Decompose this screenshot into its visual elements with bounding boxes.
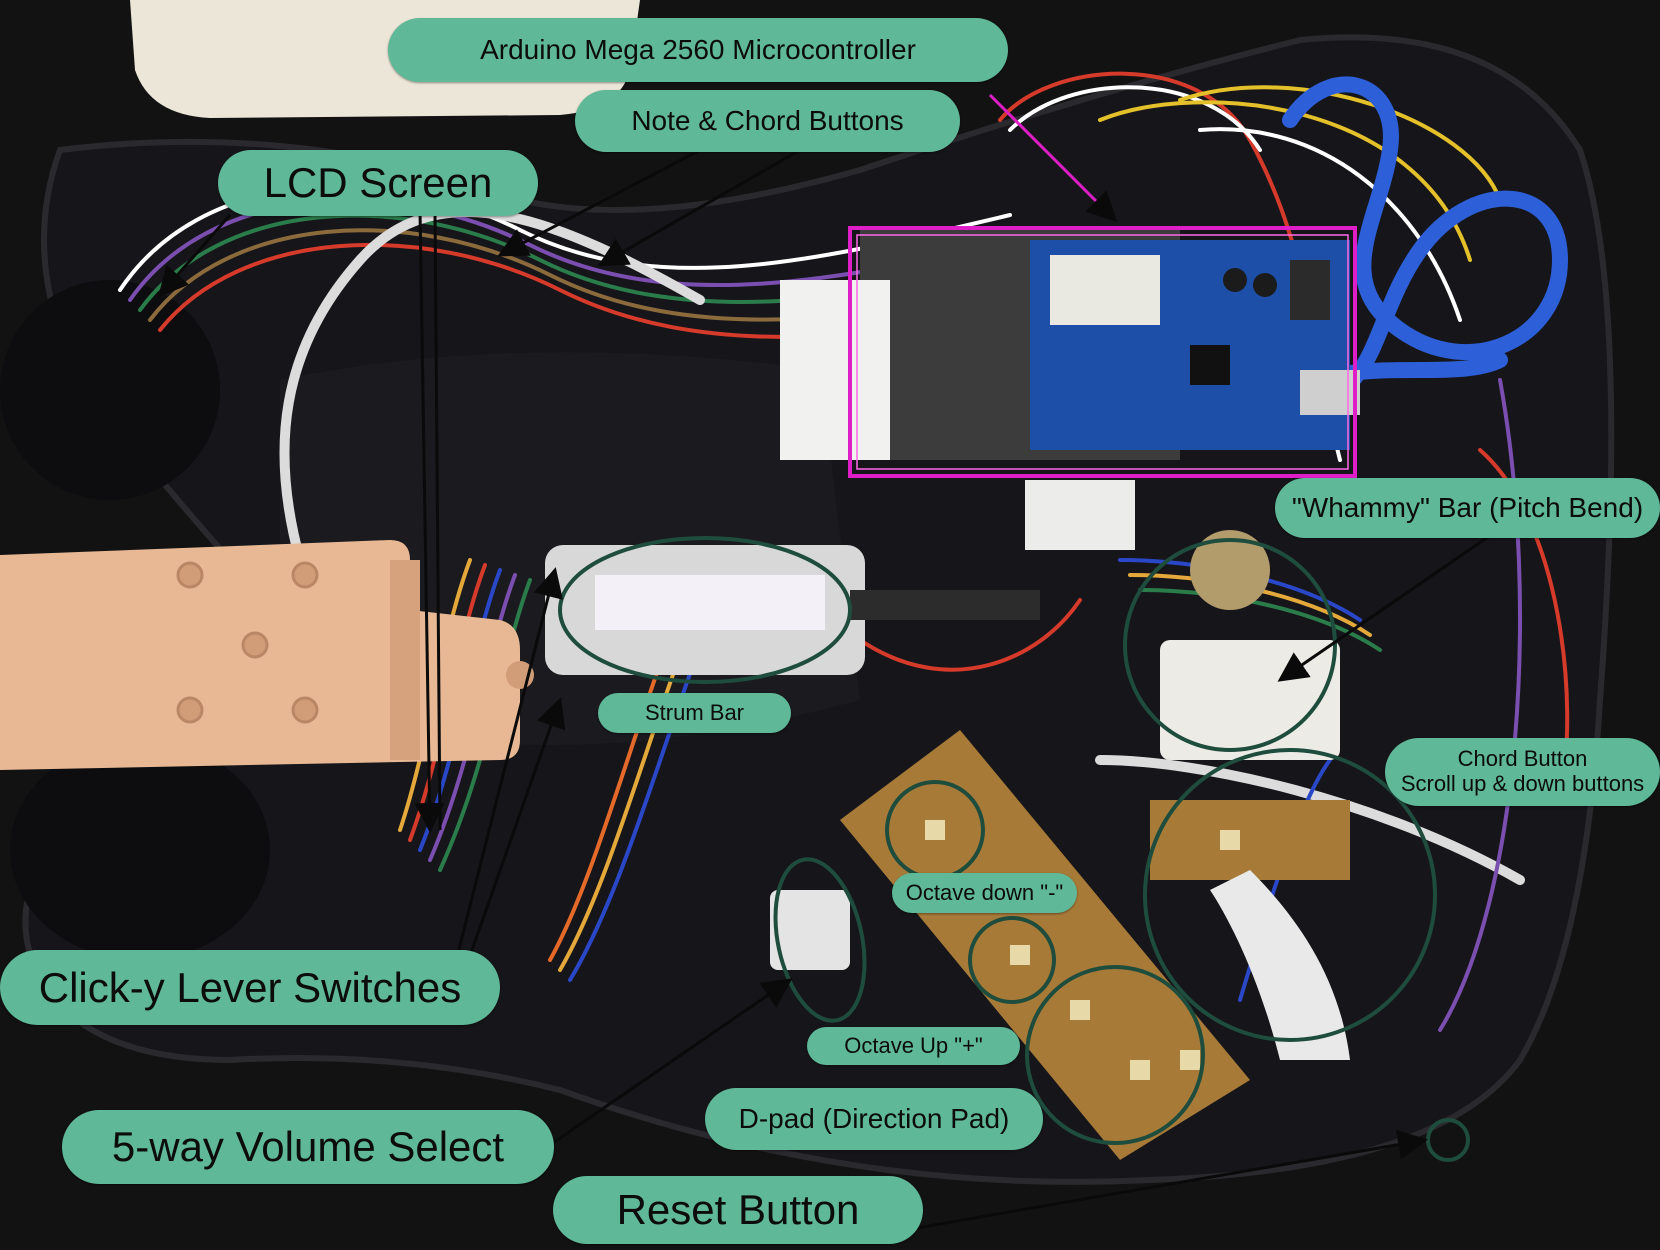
chip [1190,345,1230,385]
arduino-label: Arduino Mega 2560 Microcontroller [388,18,1008,82]
guitar-neck [0,540,534,770]
tape-block [780,280,890,460]
octave-up-label: Octave Up "+" [807,1027,1020,1065]
whammy-arrow [1277,513,1521,682]
chord-scroll-label: Chord Button Scroll up & down buttons [1385,738,1660,806]
capacitor [1223,268,1247,292]
note-chord-label: Note & Chord Buttons [575,90,960,152]
body-cutout-upper [0,280,220,500]
whammy-label: "Whammy" Bar (Pitch Bend) [1275,478,1660,538]
lcd-label: LCD Screen [218,150,538,216]
usb-port [1300,370,1360,415]
chord-scroll-label-line2: Scroll up & down buttons [1400,771,1645,796]
lever-arrow-1 [453,567,563,966]
dpad-circle [1025,965,1205,1145]
strum-bar-cap [595,575,825,630]
chord-scroll-label-line1: Chord Button [1457,746,1588,772]
lcd-arrow-2 [414,209,445,833]
reset-arrow [904,1129,1428,1232]
volume-switch [770,890,850,970]
volume-arrow [549,978,793,1147]
arduino-highlight-box [848,226,1357,478]
mini-breadboard [1050,255,1160,325]
octave-up-circle [968,916,1056,1004]
reset-circle [1426,1118,1470,1162]
lever-switches-label: Click-y Lever Switches [0,950,500,1025]
chord-scroll-circle [1143,748,1437,1042]
lever-arrow-2 [463,697,566,971]
chord-scroll-board [1150,800,1350,880]
arduino-highlight-inner [856,234,1349,470]
reset-button-label: Reset Button [553,1176,923,1244]
tape-block [1025,480,1135,550]
circle-annotations [558,536,1470,1162]
white-housing [1210,870,1350,1060]
power-jack [1290,260,1330,320]
note-chord-arrow-2 [597,148,801,267]
body-cutout-lower [10,740,270,960]
dpad-label: D-pad (Direction Pad) [705,1088,1043,1150]
capacitor [1253,273,1277,297]
note-chord-arrow-1 [497,148,701,257]
callout-arrows [158,93,1521,1232]
volume-circle [773,857,867,1023]
octave-down-label: Octave down "-" [892,873,1077,913]
strum-circle [558,536,852,684]
potentiometer [1190,530,1270,610]
pcb-pads [925,820,1240,1080]
strum-bar-label: Strum Bar [598,693,791,733]
whammy-circle [1123,538,1337,752]
arduino-arrow [988,93,1118,223]
volume-select-label: 5-way Volume Select [62,1110,554,1184]
lcd-arrow-1 [158,214,232,298]
lcd-arrow-3 [433,209,442,831]
strum-bracket [850,590,1040,620]
